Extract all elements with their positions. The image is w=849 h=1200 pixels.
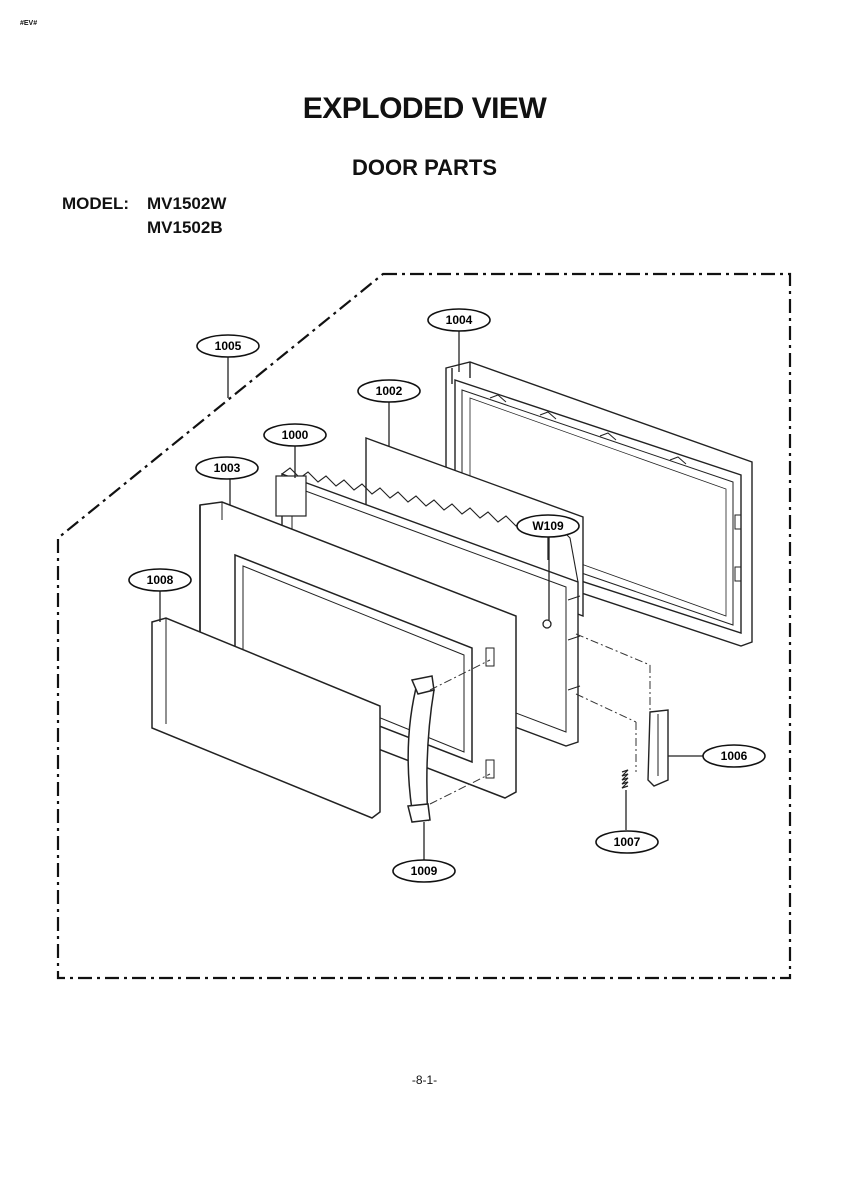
callout-1002: 1002 [357,379,421,403]
part-1009-handle [407,675,435,823]
callout-1005: 1005 [196,334,260,358]
callout-label: 1009 [411,864,438,878]
section-subtitle: DOOR PARTS [351,155,498,180]
leader-lines [159,331,705,860]
callout-1008: 1008 [128,568,192,592]
callout-label: W109 [532,519,564,533]
part-w109-screw [542,535,552,629]
part-1006-latch [647,709,669,787]
callout-label: 1002 [376,384,403,398]
callout-1006: 1006 [702,744,766,768]
callout-label: 1003 [214,461,241,475]
callout-w109: W109 [516,514,580,538]
callout-label: 1004 [446,313,473,327]
model-number-1: MV1502W [147,194,227,213]
callout-label: 1000 [282,428,309,442]
callout-1003: 1003 [195,456,259,480]
page-title: EXPLODED VIEW [302,92,547,125]
callout-1007: 1007 [595,830,659,854]
callout-label: 1007 [614,835,641,849]
page-number: -8-1- [411,1073,438,1087]
assembly-guide-lines [429,633,651,805]
callout-label: 1005 [215,339,242,353]
part-1008-front-panel [151,617,381,819]
callout-1004: 1004 [427,308,491,332]
model-number-2: MV1502B [147,218,223,237]
model-label: MODEL: [62,194,130,213]
document-tag: #EV# [20,20,38,27]
diagram-boundary [56,272,792,980]
callout-1009: 1009 [392,859,456,883]
callout-1000: 1000 [263,423,327,447]
part-1007-spring [621,769,629,789]
callout-label: 1008 [147,573,174,587]
callout-label: 1006 [721,749,748,763]
